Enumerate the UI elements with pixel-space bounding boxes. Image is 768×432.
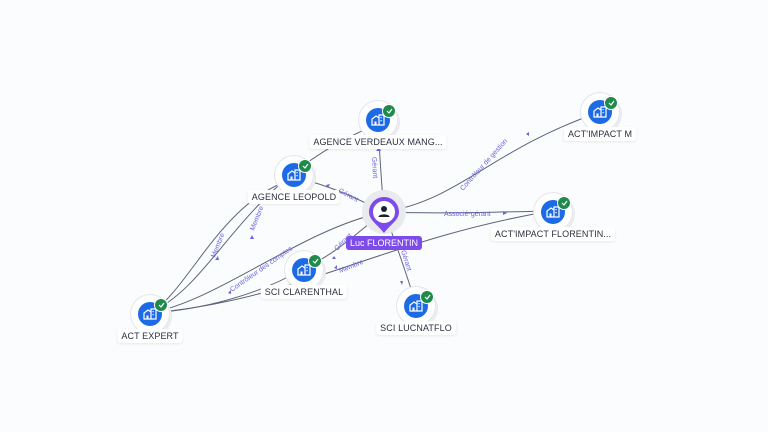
- check-icon: [298, 159, 312, 173]
- node-label: SCI LUCNATFLO: [376, 321, 456, 335]
- arrow-icon: [332, 256, 336, 259]
- edge-arrows: [215, 132, 529, 294]
- arrow-icon: [503, 211, 507, 215]
- node-label: ACT EXPERT: [117, 329, 183, 343]
- arrow-icon: [250, 235, 254, 239]
- check-icon: [420, 290, 434, 304]
- node-label: AGENCE VERDEAUX MANG...: [309, 135, 447, 149]
- arrow-icon: [526, 132, 529, 136]
- edge-controleur-actexpert-center[interactable]: [149, 211, 385, 314]
- check-icon: [557, 196, 571, 210]
- edge-actexpert-actimpactflo[interactable]: [149, 210, 552, 314]
- check-icon: [382, 104, 396, 118]
- arrow-icon: [376, 147, 381, 151]
- check-icon: [154, 298, 168, 312]
- person-pin-icon: [369, 197, 399, 233]
- node-label: ACT'IMPACT M: [563, 127, 637, 141]
- arrow-icon: [215, 256, 219, 260]
- center-label: Luc FLORENTIN: [345, 236, 423, 250]
- node-label: ACT'IMPACT FLORENTIN...: [490, 227, 616, 241]
- arrow-icon: [228, 290, 231, 294]
- node-label: AGENCE LEOPOLD: [247, 190, 341, 204]
- arrow-icon: [334, 265, 337, 269]
- edge-controleur-actimpactm[interactable]: [383, 111, 601, 213]
- person-icon: [378, 206, 390, 217]
- arrow-icon: [326, 184, 330, 188]
- check-icon: [604, 96, 618, 110]
- edge-associe-actimpactflo[interactable]: [383, 210, 552, 214]
- check-icon: [308, 254, 322, 268]
- node-label: SCI CLARENTHAL: [260, 285, 348, 299]
- arrow-icon: [400, 281, 403, 285]
